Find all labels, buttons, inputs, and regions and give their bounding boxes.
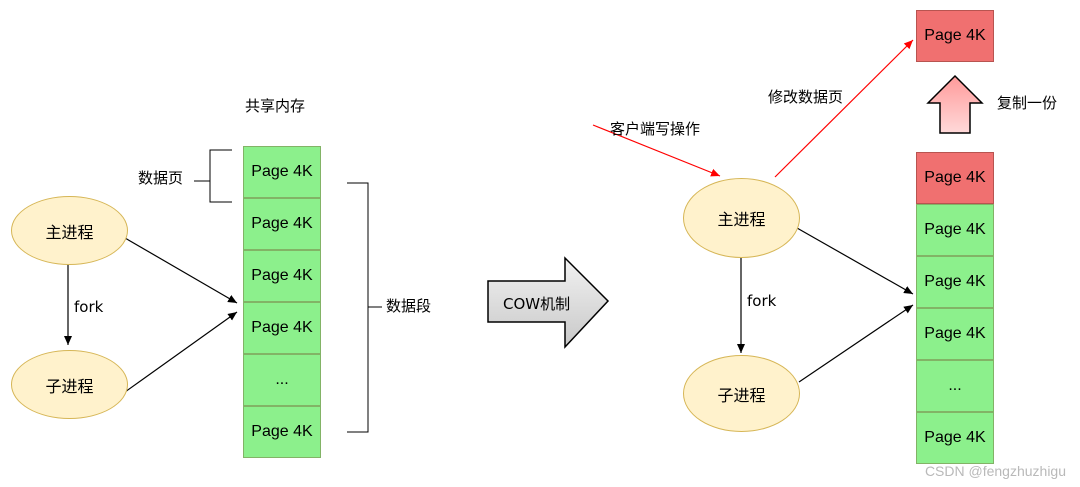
memory-cell: Page 4K (243, 302, 321, 354)
memory-cell-modified: Page 4K (916, 152, 994, 204)
main-process-right: 主进程 (683, 178, 800, 258)
memory-cell: Page 4K (916, 308, 994, 360)
memory-cell: Page 4K (243, 406, 321, 458)
main-to-memory-arrow-left (124, 237, 238, 304)
data-segment-label: 数据段 (386, 297, 432, 315)
data-segment-bracket (347, 182, 382, 433)
data-page-bracket (194, 149, 232, 203)
shared-memory-title: 共享内存 (245, 97, 306, 115)
memory-cell: Page 4K (243, 146, 321, 198)
child-to-memory-arrow-right (798, 304, 914, 383)
data-page-label: 数据页 (138, 169, 184, 187)
modify-page-label: 修改数据页 (768, 88, 844, 106)
main-process-left: 主进程 (11, 196, 128, 265)
fork-label-left: fork (74, 298, 104, 316)
memory-cell: ... (243, 354, 321, 406)
memory-cell: Page 4K (243, 198, 321, 250)
modify-page-arrow (774, 39, 914, 178)
cow-arrow-shape (487, 256, 610, 349)
memory-cell: Page 4K (916, 412, 994, 464)
copy-up-arrow-shape (926, 74, 984, 134)
client-write-label: 客户端写操作 (610, 120, 701, 138)
memory-cell: Page 4K (243, 250, 321, 302)
main-process-label: 主进程 (45, 222, 94, 242)
fork-label-right: fork (747, 292, 777, 310)
child-process-left: 子进程 (11, 350, 128, 419)
child-process-label: 子进程 (45, 376, 94, 396)
child-to-memory-arrow-left (124, 311, 238, 393)
cow-label: COW机制 (503, 295, 571, 313)
watermark: CSDN @fengzhuzhigu (924, 463, 1066, 479)
main-to-memory-arrow-right (796, 227, 914, 295)
memory-cell: ... (916, 360, 994, 412)
main-process-label: 主进程 (717, 210, 766, 229)
child-process-label: 子进程 (717, 385, 766, 405)
memory-cell: Page 4K (916, 204, 994, 256)
child-process-right: 子进程 (683, 355, 800, 432)
memory-cell: Page 4K (916, 256, 994, 308)
copied-page: Page 4K (916, 10, 994, 62)
client-write-arrow (592, 124, 721, 177)
copy-label: 复制一份 (997, 94, 1058, 112)
